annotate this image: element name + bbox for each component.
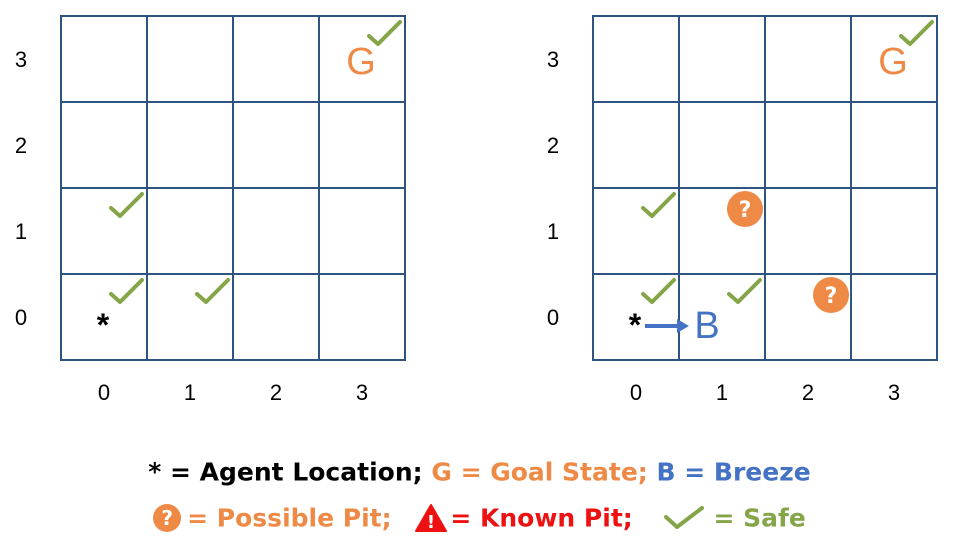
right-col-label: 1 (716, 380, 728, 405)
right-safe-check-icon (641, 278, 676, 304)
left-cell (318, 101, 406, 189)
left-cell (146, 15, 234, 103)
left-goal-marker: G (346, 41, 376, 83)
left-agent-marker: * (97, 307, 110, 343)
legend-line-1: * = Agent Location; G = Goal State; B = … (0, 456, 959, 487)
left-row-label: 3 (15, 47, 27, 72)
right-col-label: 2 (802, 380, 814, 405)
left-cell (60, 15, 148, 103)
right-goal-marker: G (878, 41, 908, 83)
legend-breeze: B = Breeze (656, 457, 811, 487)
right-row-label: 2 (547, 133, 559, 158)
left-cell (232, 187, 320, 275)
left-cell (232, 101, 320, 189)
right-cell (850, 101, 938, 189)
left-cell (60, 101, 148, 189)
legend-possible-pit: = Possible Pit; (187, 503, 392, 533)
legend-line-2: ?= Possible Pit; ! = Known Pit; = Safe (0, 502, 959, 533)
left-col-label: 2 (270, 380, 282, 405)
known-pit-symbol: ! (427, 512, 435, 533)
right-safe-check-icon (727, 278, 762, 304)
left-safe-check-icon (367, 20, 402, 46)
legend-goal: G = Goal State; (431, 457, 648, 487)
right-col-label: 0 (630, 380, 642, 405)
right-breeze-marker: B (694, 305, 719, 347)
left-col-label: 1 (184, 380, 196, 405)
legend-safe: = Safe (713, 503, 806, 533)
right-col-label: 3 (888, 380, 900, 405)
known-pit-icon: ! (415, 504, 448, 533)
left-cell (318, 273, 406, 361)
possible-pit-icon: ? (153, 504, 182, 532)
right-row-label: 0 (547, 305, 559, 330)
left-cell (232, 15, 320, 103)
right-cell (850, 273, 938, 361)
right-cell (850, 187, 938, 275)
left-safe-check-icon (195, 278, 230, 304)
right-cell (678, 101, 766, 189)
right-row-label: 1 (547, 219, 559, 244)
left-cell (146, 101, 234, 189)
left-col-label: 3 (356, 380, 368, 405)
left-col-label: 0 (98, 380, 110, 405)
left-grid: 3 2 1 0 0 1 2 3 G * (15, 15, 406, 405)
left-safe-check-icon (109, 278, 144, 304)
left-row-label: 2 (15, 133, 27, 158)
right-safe-check-icon (899, 20, 934, 46)
left-row-label: 1 (15, 219, 27, 244)
right-row-label: 3 (547, 47, 559, 72)
right-cell (592, 101, 680, 189)
legend-agent: * = Agent Location; (148, 457, 423, 487)
right-possible-pit-icon (813, 277, 849, 313)
right-cell (764, 101, 852, 189)
right-cell (764, 187, 852, 275)
safe-check-icon (664, 506, 705, 529)
right-grid: 3 2 1 0 0 1 2 3 G? * B? (547, 15, 938, 405)
right-cell (592, 15, 680, 103)
left-safe-check-icon (109, 192, 144, 218)
right-agent-marker: * (629, 307, 642, 343)
right-cell (678, 15, 766, 103)
right-possible-pit-symbol: ? (825, 284, 838, 309)
right-breeze-arrowhead (677, 319, 689, 333)
legend-known-pit: = Known Pit; (450, 503, 633, 533)
left-row-label: 0 (15, 305, 27, 330)
left-cell (232, 273, 320, 361)
right-cell (764, 15, 852, 103)
right-safe-check-icon (641, 192, 676, 218)
left-cell (146, 187, 234, 275)
right-possible-pit-symbol: ? (739, 198, 752, 223)
left-cell (318, 187, 406, 275)
right-possible-pit-icon (727, 191, 763, 227)
